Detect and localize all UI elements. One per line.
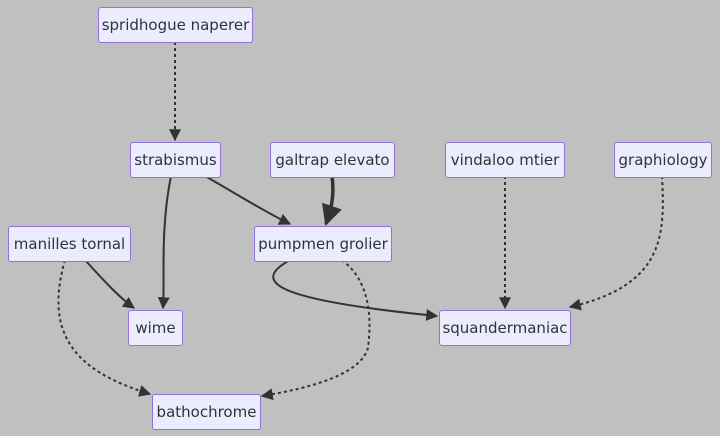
edge-galtrap-elevato-to-pumpmen-grolier [322, 175, 342, 226]
node-pumpmen-grolier[interactable]: pumpmen grolier [254, 226, 392, 262]
node-strabismus[interactable]: strabismus [130, 142, 221, 178]
node-bathochrome[interactable]: bathochrome [152, 394, 261, 430]
edge-manilles-tornal-to-bathochrome [57, 259, 152, 397]
edge-strabismus-to-pumpmen-grolier [204, 175, 292, 225]
node-vindaloo-mtier[interactable]: vindaloo mtier [445, 142, 565, 178]
edge-strabismus-to-wime [157, 175, 172, 310]
node-spridhogue-naperer[interactable]: spridhogue naperer [98, 7, 253, 43]
node-squandermaniac[interactable]: squandermaniac [439, 310, 571, 346]
edge-pumpmen-grolier-to-squandermaniac [272, 259, 439, 321]
edge-pumpmen-grolier-to-bathochrome [260, 259, 371, 401]
node-graphiology[interactable]: graphiology [614, 142, 712, 178]
edge-graphiology-to-squandermaniac [568, 175, 664, 311]
node-galtrap-elevato[interactable]: galtrap elevato [270, 142, 395, 178]
node-manilles-tornal[interactable]: manilles tornal [8, 226, 131, 262]
node-wime[interactable]: wime [128, 310, 183, 346]
edge-manilles-tornal-to-wime [84, 259, 135, 309]
